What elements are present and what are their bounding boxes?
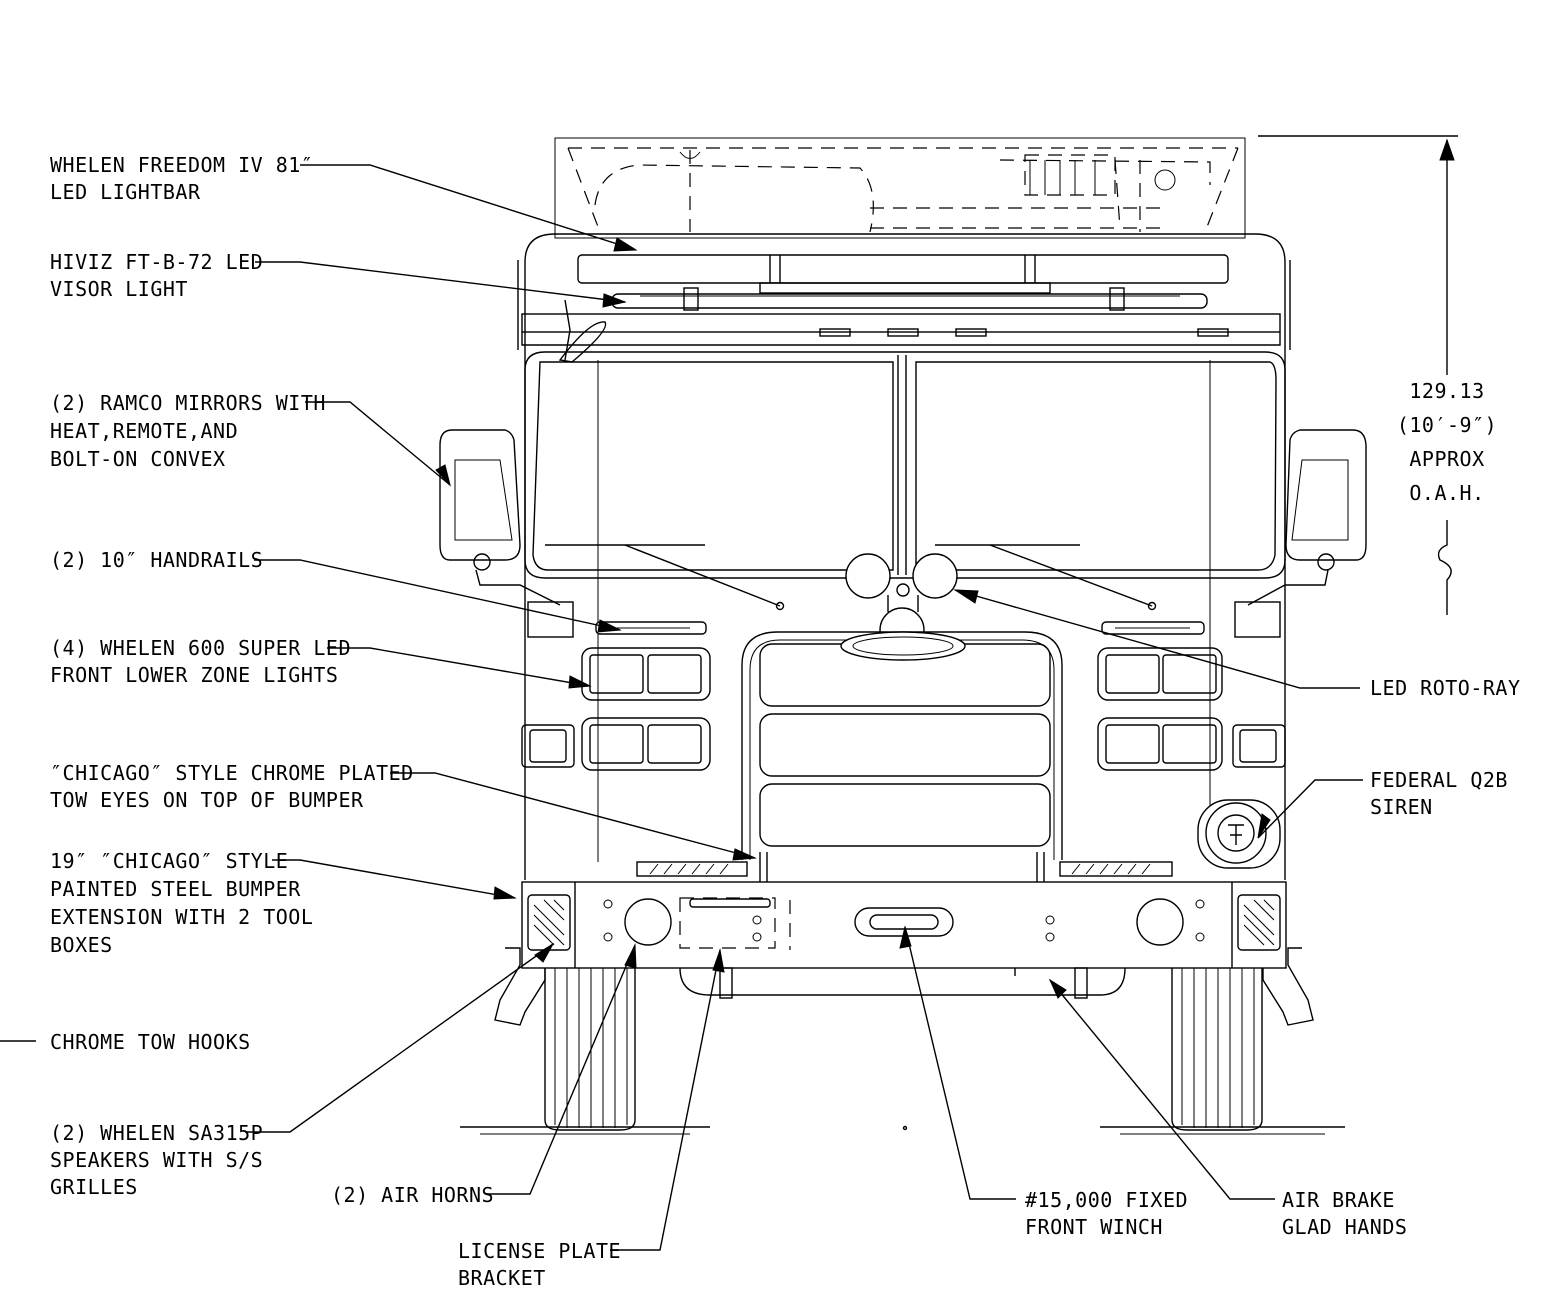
callout-mirrors-line3: BOLT-ON CONVEX [50,447,226,471]
callout-license-line1: LICENSE PLATE [458,1239,621,1263]
callout-license-plate: LICENSE PLATE BRACKET [458,1239,621,1290]
callout-air-horns: (2) AIR HORNS [331,1183,494,1207]
callout-speakers-line2: SPEAKERS WITH S/S [50,1148,263,1172]
callout-tow-eyes-line2: TOW EYES ON TOP OF BUMPER [50,788,364,812]
front-wheels [460,968,1345,1135]
siren [1197,799,1281,869]
callout-air-horns-line1: (2) AIR HORNS [331,1183,494,1207]
front-grille [741,631,1063,860]
handrails [595,621,1205,635]
callout-winch: #15,000 FIXED FRONT WINCH [1025,1188,1188,1239]
callout-zone-line1: (4) WHELEN 600 SUPER LED [50,636,351,660]
callout-speakers-line3: GRILLES [50,1175,138,1199]
callout-siren-line2: SIREN [1370,795,1433,819]
callout-mirrors-line1: (2) RAMCO MIRRORS WITH [50,391,326,415]
zone-lights-left [521,647,711,771]
visor-light [611,287,1208,311]
callout-handrails-line1: (2) 10″ HANDRAILS [50,548,263,572]
callout-mirrors: (2) RAMCO MIRRORS WITH HEAT,REMOTE,AND B… [50,391,326,471]
callout-speakers: (2) WHELEN SA315P SPEAKERS WITH S/S GRIL… [50,1121,263,1199]
front-bumper [521,881,1287,999]
callout-winch-line1: #15,000 FIXED [1025,1188,1188,1212]
callout-license-line2: BRACKET [458,1266,546,1290]
roof-equipment-outline [554,137,1246,239]
bumper-tool-box-lids [636,852,1173,882]
left-mirror [439,429,574,638]
callout-glad-hands-line1: AIR BRAKE [1282,1188,1395,1212]
callout-glad-hands-line2: GLAD HANDS [1282,1215,1407,1239]
leader-lines [0,164,1363,1251]
callout-roto-ray-line1: LED ROTO-RAY [1370,676,1521,700]
callout-visor-light: HIVIZ FT-B-72 LED VISOR LIGHT [50,250,263,301]
callout-bumper-line1: 19″ ″CHICAGO″ STYLE [50,849,288,873]
dimension-approx: APPROX [1409,447,1484,471]
visor-mirror [558,299,607,363]
callout-zone-line2: FRONT LOWER ZONE LIGHTS [50,663,338,687]
lightbar [577,254,1229,294]
cab-marker-lights [819,328,1229,337]
callout-tow-hooks-line1: CHROME TOW HOOKS [50,1030,251,1054]
callout-bumper: 19″ ″CHICAGO″ STYLE PAINTED STEEL BUMPER… [50,849,313,957]
callout-bumper-line3: EXTENSION WITH 2 TOOL [50,905,313,929]
callout-mirrors-line2: HEAT,REMOTE,AND [50,419,238,443]
callout-tow-eyes: ″CHICAGO″ STYLE CHROME PLATED TOW EYES O… [50,761,414,812]
zone-lights-right [1097,647,1286,771]
dimension-value: 129.13 [1409,379,1484,403]
dimension-feet-inches: (10′-9″) [1397,413,1497,437]
callout-glad-hands: AIR BRAKE GLAD HANDS [1282,1188,1407,1239]
callout-zone-lights: (4) WHELEN 600 SUPER LED FRONT LOWER ZON… [50,636,351,687]
callout-lightbar: WHELEN FREEDOM IV 81″ LED LIGHTBAR [50,153,313,204]
callout-bumper-line2: PAINTED STEEL BUMPER [50,877,301,901]
overall-height-dimension: 129.13 (10′-9″) APPROX O.A.H. [1258,135,1497,615]
right-mirror [1234,429,1367,638]
callout-roto-ray: LED ROTO-RAY [1370,676,1521,700]
callout-tow-hooks: CHROME TOW HOOKS [50,1030,251,1054]
callout-winch-line2: FRONT WINCH [1025,1215,1163,1239]
tow-hooks [494,947,1314,1026]
callout-visor-line2: VISOR LIGHT [50,277,188,301]
cab-body [517,233,1291,880]
callout-siren-line1: FEDERAL Q2B [1370,768,1508,792]
callout-lightbar-line2: LED LIGHTBAR [50,180,201,204]
windshield [524,351,1286,611]
callout-speakers-line1: (2) WHELEN SA315P [50,1121,263,1145]
callout-lightbar-line1: WHELEN FREEDOM IV 81″ [50,153,313,177]
callout-tow-eyes-line1: ″CHICAGO″ STYLE CHROME PLATED [50,761,414,785]
callout-bumper-line4: BOXES [50,933,113,957]
callout-handrails: (2) 10″ HANDRAILS [50,548,263,572]
leader-arrowheads [435,237,1271,999]
callout-siren: FEDERAL Q2B SIREN [1370,768,1508,819]
dimension-oah: O.A.H. [1409,481,1484,505]
callout-visor-line1: HIVIZ FT-B-72 LED [50,250,263,274]
